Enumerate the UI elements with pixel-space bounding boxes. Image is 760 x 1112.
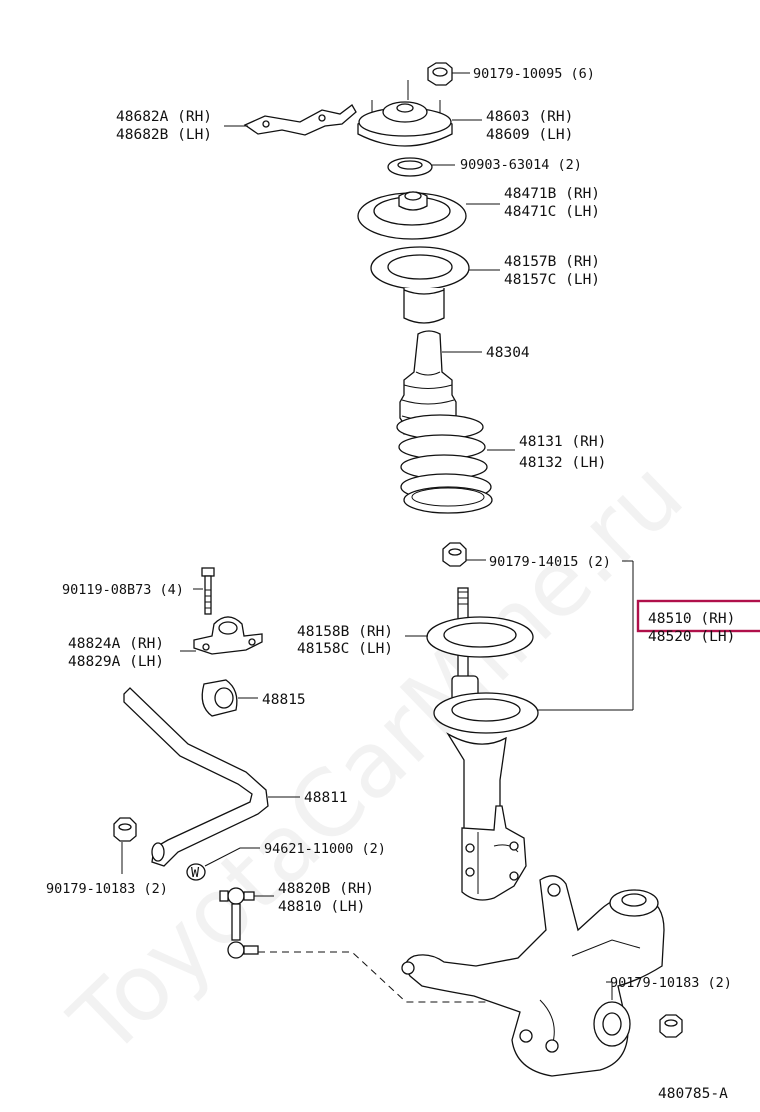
upper-spring-seat[interactable] (357, 191, 467, 240)
callout-support-rh: 48603 (RH) (486, 109, 573, 125)
callout-bracket-rh: 48824A (RH) (68, 636, 164, 652)
diagram-code: 480785-A (658, 1086, 728, 1102)
callout-bumper: 48304 (486, 345, 530, 361)
bearing[interactable] (387, 157, 433, 177)
stabilizer-link[interactable] (219, 887, 259, 959)
steering-knuckle[interactable] (401, 875, 665, 1077)
callout-insulator-lh: 48157C (LH) (504, 272, 600, 288)
svg-text:W: W (191, 865, 200, 881)
suspension-support[interactable] (357, 80, 453, 147)
stabilizer-bar[interactable] (123, 687, 269, 867)
callout-washer: 94621-11000 (2) (264, 841, 386, 857)
spring-insulator[interactable] (370, 246, 470, 324)
callout-absorber-lh: 48520 (LH) (648, 629, 735, 645)
callout-nut-mid: 90179-14015 (2) (489, 554, 611, 570)
callout-nut-right: 90179-10183 (2) (610, 975, 732, 991)
callout-cover-lh: 48682B (LH) (116, 127, 212, 143)
callout-cover-rh: 48682A (RH) (116, 109, 212, 125)
callout-stabilizer-bar: 48811 (304, 790, 348, 806)
callout-bushing: 48815 (262, 692, 306, 708)
shock-absorber[interactable] (426, 587, 539, 901)
callout-bearing: 90903-63014 (2) (460, 157, 582, 173)
callout-spring-rh: 48131 (RH) (519, 434, 606, 450)
nut-right[interactable] (659, 1014, 683, 1038)
callout-lower-insulator-lh: 48158C (LH) (297, 641, 393, 657)
nut-absorber[interactable] (442, 542, 467, 567)
callout-upper-seat-rh: 48471B (RH) (504, 186, 600, 202)
coil-spring[interactable] (396, 414, 493, 514)
callout-nut-left: 90179-10183 (2) (46, 881, 168, 897)
cover-plate[interactable] (243, 104, 357, 136)
callout-link-lh: 48810 (LH) (278, 899, 365, 915)
callout-support-lh: 48609 (LH) (486, 127, 573, 143)
callout-absorber-rh[interactable]: 48510 (RH) (648, 611, 735, 627)
callout-insulator-rh: 48157B (RH) (504, 254, 600, 270)
callout-link-rh: 48820B (RH) (278, 881, 374, 897)
callout-bracket-lh: 48829A (LH) (68, 654, 164, 670)
stabilizer-bracket[interactable] (193, 616, 263, 655)
callout-lower-insulator-rh: 48158B (RH) (297, 624, 393, 640)
callout-spring-lh: 48132 (LH) (519, 455, 606, 471)
bolt[interactable] (201, 567, 215, 615)
highlight-box (636, 599, 760, 633)
callout-bolt: 90119-08B73 (4) (62, 582, 184, 598)
nut-left[interactable] (113, 817, 137, 842)
callout-upper-seat-lh: 48471C (LH) (504, 204, 600, 220)
top-nut[interactable] (427, 62, 453, 86)
stabilizer-bushing[interactable] (201, 679, 238, 717)
washer[interactable]: W (186, 863, 206, 881)
callout-nut-top: 90179-10095 (6) (473, 66, 595, 82)
